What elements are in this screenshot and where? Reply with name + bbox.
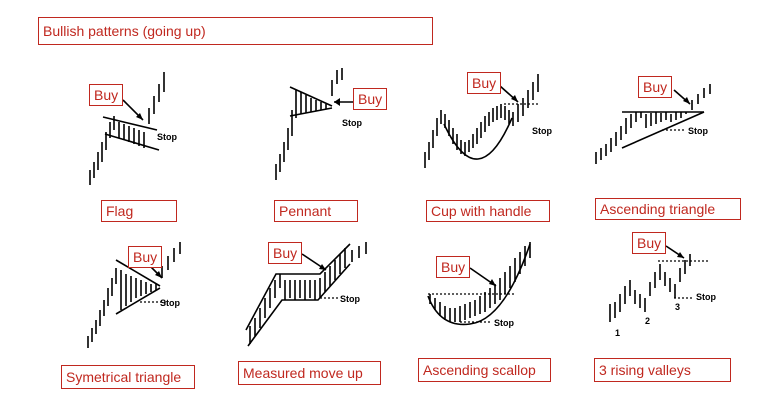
upper-outline	[245, 243, 351, 331]
ascending-scallop-pattern-diagram: Buy Stop	[420, 242, 550, 342]
pattern-label-symmetrical-triangle: Symetrical triangle	[61, 365, 195, 389]
pattern-label-measured-move-up: Measured move up	[238, 361, 381, 385]
valley-price-bars	[609, 254, 691, 322]
symmetrical-triangle-pattern-diagram: Buy Stop	[80, 240, 200, 355]
measured-move-up-pattern-diagram: Buy Stop	[242, 240, 377, 350]
ascending-triangle-chart	[595, 84, 711, 164]
pattern-label-pennant: Pennant	[274, 200, 358, 222]
pattern-label-flag: Flag	[101, 200, 177, 222]
flag-chart	[89, 72, 165, 185]
triangle-lower-line	[115, 287, 161, 315]
pennant-pattern-diagram: Buy Stop	[268, 68, 388, 188]
pattern-label-ascending-scallop: Ascending scallop	[418, 358, 551, 382]
pattern-label-cup-with-handle: Cup with handle	[426, 200, 550, 222]
buy-label: Buy	[467, 72, 502, 94]
flag-lower-line	[104, 133, 160, 151]
stop-label: Stop	[157, 132, 177, 142]
stop-label: Stop	[688, 126, 708, 136]
stop-label: Stop	[340, 294, 360, 304]
measured-move-up-chart	[245, 242, 367, 347]
triangle-upper-line	[115, 259, 161, 287]
pennant-chart	[275, 68, 354, 180]
symmetrical-triangle-price-bars	[87, 242, 181, 348]
stop-label: Stop	[696, 292, 716, 302]
buy-label: Buy	[632, 232, 667, 254]
buy-label: Buy	[353, 88, 388, 110]
measured-move-price-bars	[249, 242, 367, 344]
buy-label: Buy	[436, 256, 471, 278]
stop-label: Stop	[342, 118, 362, 128]
buy-label: Buy	[89, 84, 124, 106]
pennant-price-bars	[275, 68, 343, 180]
stop-label: Stop	[494, 318, 514, 328]
flag-pattern-diagram: Buy Stop	[85, 70, 195, 190]
cup-with-handle-chart	[424, 74, 540, 168]
scallop-curve	[427, 243, 531, 326]
buy-label: Buy	[268, 242, 303, 264]
pennant-lower-line	[289, 107, 333, 117]
three-rising-valleys-pattern-diagram: Buy Stop 1 2 3	[600, 228, 730, 338]
valley-label-3: 3	[675, 302, 681, 312]
stop-label: Stop	[532, 126, 552, 136]
ascending-triangle-price-bars	[595, 84, 711, 164]
valley-label-1: 1	[615, 328, 621, 338]
pattern-label-3-rising-valleys: 3 rising valleys	[594, 358, 731, 382]
stop-label: Stop	[160, 298, 180, 308]
cup-with-handle-pattern-diagram: Buy Stop	[420, 72, 552, 182]
valley-label-2: 2	[645, 316, 651, 326]
flag-upper-line	[102, 116, 158, 131]
pattern-label-ascending-triangle: Ascending triangle	[595, 198, 741, 220]
page-title: Bullish patterns (going up)	[38, 17, 433, 45]
lower-outline	[247, 263, 351, 347]
buy-label: Buy	[638, 76, 673, 98]
ascending-triangle-pattern-diagram: Buy Stop	[592, 76, 722, 176]
cup-price-bars	[424, 74, 539, 168]
buy-label: Buy	[128, 246, 163, 268]
symmetrical-triangle-chart	[87, 242, 181, 348]
cup-curve	[443, 117, 513, 160]
pennant-upper-line	[289, 86, 333, 107]
three-rising-valleys-chart	[609, 245, 710, 322]
ascending-scallop-chart	[427, 242, 531, 326]
